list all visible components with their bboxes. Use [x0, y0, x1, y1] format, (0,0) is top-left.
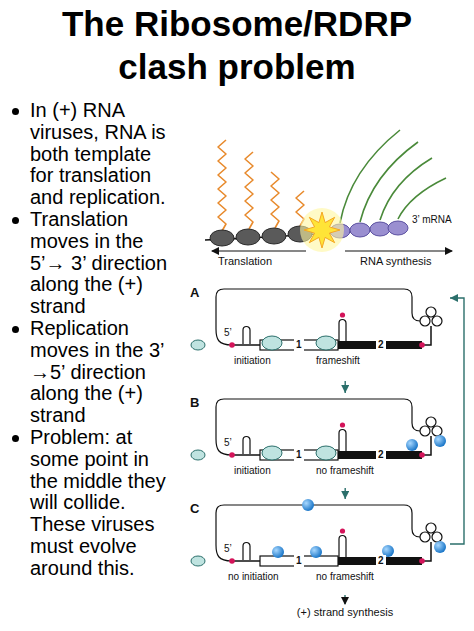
slide-title: The Ribosome/RDRP clash problem	[17, 2, 457, 88]
bullet-item: In (+) RNA viruses, RNA is both template…	[8, 100, 175, 209]
genome-strand	[216, 505, 442, 566]
rdrp-ball	[310, 546, 322, 558]
ribosome	[262, 228, 286, 244]
end-label: 5’	[224, 327, 232, 339]
bullet-text: Problem: at some point in the middle the…	[30, 427, 175, 580]
bullet-dot	[12, 435, 19, 442]
free-ribosome	[191, 450, 205, 460]
clash-glow	[300, 208, 344, 252]
synthesis-arrow	[344, 595, 345, 604]
step-label: initiation	[234, 465, 271, 477]
bullet-dot	[12, 108, 19, 115]
ribosome	[236, 229, 260, 245]
step-label: no frameshift	[316, 571, 374, 583]
polymerase	[350, 223, 370, 237]
polymerase	[388, 221, 408, 235]
panel-a-drawing	[191, 289, 442, 350]
nascent-rna	[360, 142, 418, 222]
free-ribosome	[191, 340, 205, 350]
bullet-dot	[12, 326, 19, 333]
orf-number: 1	[294, 555, 304, 567]
bullet-item: Replication moves in the 3’ →5’ directio…	[8, 318, 175, 427]
orf-number: 1	[294, 339, 304, 351]
genome-strand	[216, 289, 442, 350]
orf-number: 2	[376, 339, 386, 351]
bullet-list: In (+) RNA viruses, RNA is both template…	[8, 100, 180, 580]
bullet-text: Translation moves in the 5’→ 3’ directio…	[30, 209, 175, 318]
panel-c-drawing	[191, 499, 446, 566]
nascent-rna	[380, 158, 432, 220]
clash-starburst	[304, 212, 340, 248]
end-label: 5’	[224, 543, 232, 555]
ribosome	[262, 336, 282, 350]
bullet-dot	[12, 217, 19, 224]
rdrp-ball	[302, 499, 314, 511]
ribosome	[262, 446, 282, 460]
nascent-protein	[271, 172, 279, 228]
rdrp-ball	[406, 439, 418, 451]
flow-arrow	[345, 381, 346, 393]
panel-letter: C	[190, 501, 199, 516]
panel-letter: B	[190, 395, 199, 410]
strand-end-label: 3’ mRNA	[412, 214, 452, 226]
panel-letter: A	[190, 285, 199, 300]
nascent-rna	[398, 178, 446, 219]
direction-arrow	[212, 250, 306, 251]
step-label: frameshift	[316, 355, 360, 367]
flow-arrow	[345, 488, 346, 499]
bullet-text: Replication moves in the 3’ →5’ directio…	[30, 318, 175, 427]
bullet-item: Translation moves in the 5’→ 3’ directio…	[8, 209, 175, 318]
polymerase	[370, 222, 390, 236]
nascent-rna	[340, 130, 400, 223]
nascent-protein	[245, 152, 253, 229]
flow-arrow	[450, 298, 464, 544]
direction-arrow	[345, 250, 452, 251]
bullet-text: In (+) RNA viruses, RNA is both template…	[30, 100, 175, 209]
illustration-label: RNA synthesis	[360, 255, 432, 268]
orf-number: 1	[294, 449, 304, 461]
ribosome	[316, 446, 336, 460]
orf-number: 2	[376, 555, 386, 567]
panel-b-drawing	[191, 399, 446, 460]
end-label: 5’	[224, 437, 232, 449]
free-ribosome	[191, 556, 205, 566]
illustration-label: Translation	[218, 255, 272, 268]
rdrp-ball	[434, 435, 446, 447]
rdrp-ball	[272, 546, 284, 558]
clash-illustration	[205, 130, 452, 252]
nascent-protein	[218, 140, 226, 231]
orf-number: 2	[376, 449, 386, 461]
genome-strand	[216, 399, 442, 460]
step-label: no initiation	[228, 571, 279, 583]
ribosome	[210, 230, 234, 246]
step-label: initiation	[234, 355, 271, 367]
bullet-item: Problem: at some point in the middle the…	[8, 427, 175, 580]
synthesis-label: (+) strand synthesis	[297, 606, 393, 619]
rdrp-ball	[434, 541, 446, 553]
step-label: no frameshift	[316, 465, 374, 477]
ribosome	[316, 336, 336, 350]
